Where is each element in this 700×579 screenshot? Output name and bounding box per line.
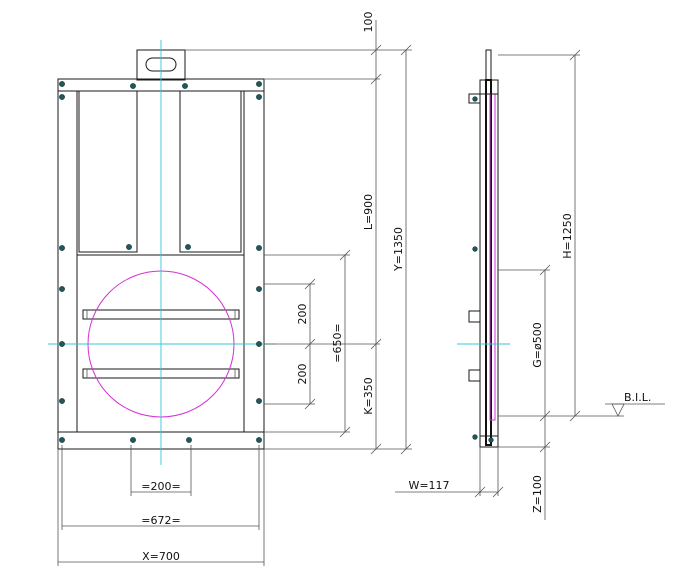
bolt-icon [59, 245, 65, 251]
bolt-icon [130, 83, 136, 89]
dim-k-350: K=350 [362, 377, 375, 414]
dim-x-700: X=700 [142, 550, 180, 563]
bolt-icon [59, 341, 65, 347]
label-bil: B.I.L. [624, 391, 651, 404]
front-width-dimensions: =200= =672= X=700 [57, 445, 265, 566]
bolt-icon [182, 83, 188, 89]
side-bracket [468, 93, 481, 104]
dim-y-1350: Y=1350 [392, 227, 405, 272]
bolt-icon [59, 437, 65, 443]
bolt-icon [59, 286, 65, 292]
dim-200-lower: 200 [296, 364, 309, 385]
bolt-icon [488, 437, 494, 443]
bolt-icon [59, 398, 65, 404]
bolt-icon [59, 81, 65, 87]
dim-650: =650= [331, 323, 344, 362]
bolt-icon [185, 244, 191, 250]
bolt-icon [472, 246, 478, 252]
front-view [48, 40, 275, 465]
bolt-icon [256, 437, 262, 443]
side-bracket [468, 369, 481, 382]
bolt-group [59, 81, 262, 443]
bolt-icon [256, 398, 262, 404]
bolt-icon [256, 341, 262, 347]
bolt-icon [126, 244, 132, 250]
bolt-icon [130, 437, 136, 443]
dim-h-1250: H=1250 [561, 213, 574, 258]
bolt-icon [59, 94, 65, 100]
dim-200-upper: 200 [296, 304, 309, 325]
side-plate [485, 79, 492, 446]
leaf-right-panel [179, 91, 242, 253]
dim-top-100: 100 [362, 12, 375, 33]
dim-w-117: W=117 [408, 479, 449, 492]
dim-672-width: =672= [141, 514, 180, 527]
dim-g-500: G=ø500 [531, 322, 544, 367]
bolt-icon [256, 94, 262, 100]
side-lug [485, 49, 492, 81]
bolt-icon [186, 437, 192, 443]
bolt-icon [256, 286, 262, 292]
bolt-icon [256, 81, 262, 87]
front-height-dimensions: 100 L=900 Y=1350 =650= 200 200 K=350 [185, 12, 412, 455]
side-bracket [468, 310, 481, 323]
level-marker-icon [611, 403, 625, 417]
side-view [457, 49, 510, 448]
bolt-icon [256, 245, 262, 251]
bolt-icon [472, 434, 478, 440]
bolt-icon [472, 96, 478, 102]
side-dimensions: H=1250 G=ø500 Z=100 W=117 B.I.L. [395, 49, 665, 520]
leaf-left-panel [78, 91, 138, 253]
dim-200-width: =200= [141, 480, 180, 493]
dim-l-900: L=900 [362, 194, 375, 230]
dim-z-100: Z=100 [531, 475, 544, 513]
